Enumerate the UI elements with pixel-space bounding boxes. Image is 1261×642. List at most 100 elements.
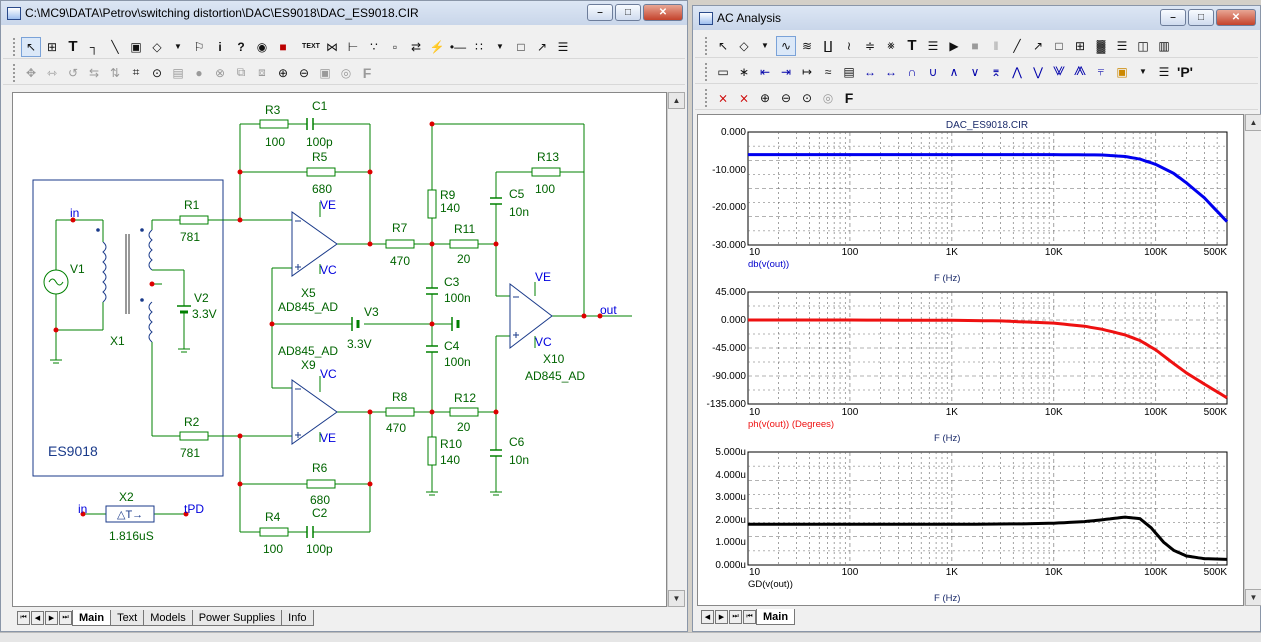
scroll-down-arrow[interactable]: ▼: [1245, 589, 1261, 606]
next-tab-icon[interactable]: ▶: [715, 610, 728, 624]
point-to-point-icon[interactable]: ◉: [256, 39, 268, 54]
top-icon[interactable]: ⋀: [1012, 64, 1022, 79]
run-icon[interactable]: ▶: [949, 38, 959, 53]
first-tab-icon[interactable]: ⏮: [743, 610, 756, 624]
mirror-icon[interactable]: ⇅: [109, 65, 121, 80]
bottom-icon[interactable]: ⋁: [1033, 64, 1043, 79]
grid-icon[interactable]: ∷: [475, 39, 483, 54]
close-button[interactable]: ✕: [1216, 9, 1256, 26]
tab-models[interactable]: Models: [143, 610, 193, 626]
line-icon[interactable]: ╱: [1013, 38, 1021, 53]
next-simulation-icon[interactable]: ↦: [801, 64, 813, 79]
y-axis-cursor-icon[interactable]: ⨯: [738, 90, 750, 105]
font-icon[interactable]: F: [844, 89, 854, 106]
bring-front-icon[interactable]: ⧉: [236, 65, 246, 79]
camera-icon[interactable]: ▣: [319, 65, 331, 80]
stepping-icon[interactable]: ⫧: [1097, 64, 1105, 78]
tab-main[interactable]: Main: [72, 610, 112, 626]
probe-icon[interactable]: ■: [279, 39, 287, 54]
globe-icon[interactable]: ◎: [340, 65, 352, 80]
vertical-tag-icon[interactable]: ≑: [864, 38, 876, 53]
dropdown-icon[interactable]: ▣: [1116, 64, 1128, 79]
global-low-icon[interactable]: ⌆: [990, 64, 1002, 79]
global-high-icon[interactable]: ∨: [970, 64, 980, 79]
dropdown-arrow-icon[interactable]: ▼: [174, 42, 182, 51]
globe-icon[interactable]: ◎: [822, 90, 834, 105]
curve-icon[interactable]: ⨇: [1074, 64, 1086, 78]
zoom-out-icon[interactable]: ⊖: [780, 90, 792, 105]
scale-mode-icon[interactable]: ∿: [776, 35, 796, 56]
select-mode-icon[interactable]: ↖: [21, 36, 41, 57]
analysis-titlebar[interactable]: AC Analysis – □ ✕: [693, 6, 1260, 30]
dropdown-arrow-icon[interactable]: ▼: [496, 42, 504, 51]
properties-icon[interactable]: ☰: [557, 39, 569, 54]
flag-icon[interactable]: ▣: [130, 39, 142, 54]
select-mode-icon[interactable]: ↖: [717, 38, 729, 53]
component-mode-icon[interactable]: ⊞: [46, 39, 58, 54]
cursor-mode-icon[interactable]: ↗: [536, 39, 548, 54]
prev-tab-icon[interactable]: ◀: [701, 610, 714, 624]
low-icon[interactable]: ∪: [928, 64, 938, 79]
minimize-button[interactable]: –: [587, 4, 613, 21]
tab-text[interactable]: Text: [110, 610, 145, 626]
comment-icon[interactable]: ▤: [172, 65, 184, 80]
data-points-icon[interactable]: ▭: [717, 64, 729, 79]
zoom-in-icon[interactable]: ⊕: [277, 65, 289, 80]
binoculars-icon[interactable]: ⊙: [151, 65, 163, 80]
rectangle-icon[interactable]: □: [1055, 38, 1063, 53]
cursor-left-icon[interactable]: ⇤: [759, 64, 771, 79]
grid-text-icon[interactable]: ∵: [370, 39, 378, 54]
scroll-down-arrow[interactable]: ▼: [668, 590, 685, 607]
first-tab-icon[interactable]: ⏮: [17, 611, 30, 625]
send-back-icon[interactable]: ⧈: [258, 65, 266, 79]
help-icon[interactable]: ?: [237, 39, 245, 54]
pin-connect-icon[interactable]: •—: [449, 39, 467, 54]
window-split-icon[interactable]: ◫: [1137, 38, 1149, 53]
graphics-icon[interactable]: ◇: [152, 39, 162, 54]
zoom-fit-icon[interactable]: ⊙: [801, 90, 813, 105]
text-mode-icon[interactable]: T: [68, 38, 78, 55]
plot-properties-icon[interactable]: ▤: [843, 64, 855, 79]
analysis-plot-area[interactable]: DAC_ES9018.CIR 0.000 -10.000 -20.000 -30…: [697, 114, 1244, 606]
last-tab-icon[interactable]: ⏭: [729, 610, 742, 624]
next-tab-icon[interactable]: ▶: [45, 611, 58, 625]
tokens-icon[interactable]: ∗: [738, 64, 750, 79]
scroll-up-arrow[interactable]: ▲: [668, 92, 685, 109]
font-icon[interactable]: F: [362, 64, 372, 81]
info-icon[interactable]: i: [218, 39, 222, 54]
tab-power-supplies[interactable]: Power Supplies: [191, 610, 283, 626]
high-icon[interactable]: ∩: [907, 64, 917, 79]
cancel-icon[interactable]: ⊗: [214, 65, 226, 80]
tab-info[interactable]: Info: [281, 610, 314, 626]
point-tag-icon[interactable]: ∐: [823, 38, 833, 53]
table-icon[interactable]: ☰: [1116, 38, 1128, 53]
window-tile-icon[interactable]: ▥: [1158, 38, 1170, 53]
zoom-in-icon[interactable]: ⊕: [759, 90, 771, 105]
analysis-vscrollbar[interactable]: ▲ ▼: [1244, 114, 1261, 606]
pin-names-icon[interactable]: ⊢: [347, 39, 359, 54]
maximize-button[interactable]: □: [1188, 9, 1214, 26]
minor-grid-icon[interactable]: ▓: [1096, 38, 1106, 53]
find-icon[interactable]: ⌗: [132, 65, 140, 79]
schematic-titlebar[interactable]: C:\MC9\DATA\Petrov\switching distortion\…: [1, 1, 687, 25]
flip-icon[interactable]: ⇆: [88, 65, 100, 80]
cursor-right-icon[interactable]: ⇥: [780, 64, 792, 79]
text-mode-icon[interactable]: T: [907, 37, 917, 54]
zoom-out-icon[interactable]: ⊖: [298, 65, 310, 80]
slope-icon[interactable]: ⨈: [1053, 64, 1065, 78]
schematic-canvas[interactable]: R3 100 C1 100p R5 680 R1 781 R2 781 V1 V…: [12, 92, 667, 607]
inflection-icon[interactable]: ∧: [949, 64, 959, 79]
schematic-vscrollbar[interactable]: ▲ ▼: [667, 92, 685, 607]
x-axis-cursor-icon[interactable]: ⨯: [717, 90, 729, 105]
dropdown-arrow-icon[interactable]: ▼: [761, 41, 769, 50]
maximize-button[interactable]: □: [615, 4, 641, 21]
stop-icon[interactable]: ■: [971, 38, 979, 53]
flag-pin-icon[interactable]: ⚐: [193, 39, 205, 54]
minimize-button[interactable]: –: [1160, 9, 1186, 26]
stop-icon[interactable]: ●: [195, 65, 203, 80]
probe-p-icon[interactable]: 'P': [1177, 63, 1193, 80]
undo-icon[interactable]: ↺: [67, 65, 79, 80]
performance-tag-icon[interactable]: ⨳: [887, 38, 895, 52]
close-button[interactable]: ✕: [643, 4, 683, 21]
cursor-mode-icon[interactable]: ≋: [801, 38, 813, 53]
